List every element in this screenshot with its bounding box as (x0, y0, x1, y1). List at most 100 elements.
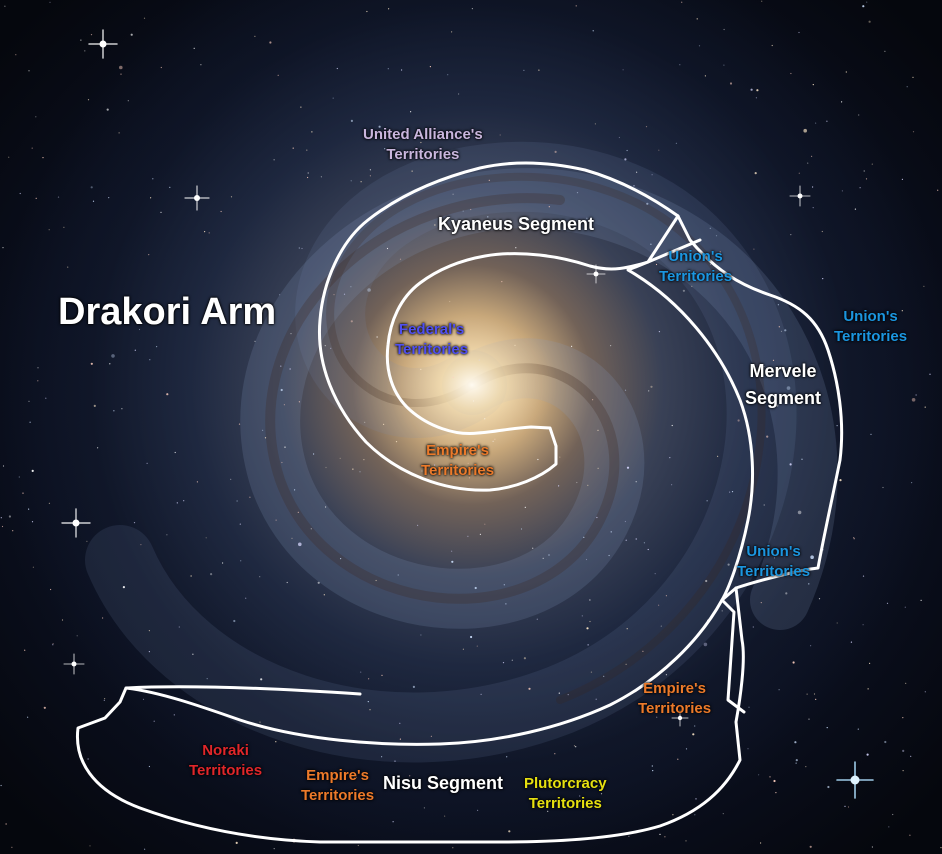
star (904, 606, 906, 608)
star (763, 504, 765, 506)
star (11, 846, 13, 848)
star (289, 368, 291, 370)
star (90, 362, 93, 365)
star (658, 149, 660, 151)
star (298, 542, 302, 547)
star (32, 566, 35, 568)
star (28, 400, 30, 402)
star (748, 706, 750, 708)
star (763, 366, 765, 368)
star (761, 0, 763, 2)
star (451, 31, 453, 33)
territory-name: Federal's (398, 321, 465, 338)
star (827, 785, 830, 789)
star (594, 123, 597, 125)
star (841, 190, 844, 192)
star (286, 581, 288, 584)
star (52, 644, 54, 646)
star (142, 698, 145, 701)
star (204, 231, 206, 233)
star (672, 814, 674, 816)
star (324, 345, 326, 347)
star (780, 330, 783, 332)
star (174, 451, 176, 454)
star (97, 447, 99, 449)
star (785, 592, 788, 595)
arm-texture (85, 141, 797, 763)
star (399, 738, 401, 740)
star (63, 226, 65, 228)
star (647, 548, 649, 551)
star (869, 662, 871, 665)
territory-union-inner: Union's Territories (659, 247, 732, 288)
star (103, 699, 105, 702)
star (626, 466, 630, 469)
star (470, 635, 473, 639)
star (409, 775, 411, 777)
star (810, 645, 812, 647)
star (109, 363, 111, 365)
star (421, 470, 423, 472)
star (394, 760, 396, 762)
star (462, 210, 464, 212)
territory-plutocracy: Plutorcracy Territories (524, 774, 607, 815)
star (537, 458, 539, 461)
star (67, 266, 69, 268)
star (130, 33, 133, 36)
star (845, 71, 847, 73)
star (111, 354, 115, 358)
star (592, 30, 594, 32)
star (915, 394, 917, 396)
star (106, 108, 109, 111)
star (254, 340, 256, 342)
star (200, 64, 202, 66)
star (192, 653, 194, 655)
star (350, 180, 352, 182)
territory-united-alliance: United Alliance's Territories (363, 125, 483, 166)
star (169, 186, 171, 188)
star (466, 786, 469, 788)
star (92, 200, 95, 202)
star (694, 814, 696, 816)
star (902, 770, 904, 772)
star (920, 599, 922, 602)
segment-mervele: Mervele Segment (745, 358, 821, 412)
star (622, 69, 624, 71)
star (275, 741, 277, 743)
star (778, 689, 780, 691)
flare-star (184, 185, 210, 211)
star (449, 300, 451, 303)
star (654, 573, 656, 575)
flare-star (63, 653, 85, 675)
star (548, 554, 550, 556)
star (532, 547, 534, 549)
star (559, 456, 561, 458)
star (536, 618, 538, 620)
star (729, 82, 733, 85)
star (884, 740, 887, 744)
star (624, 389, 627, 391)
star (870, 433, 872, 435)
star (862, 624, 864, 626)
star (259, 721, 261, 723)
star (434, 224, 436, 226)
territory-suffix: Territories (834, 328, 908, 346)
star (886, 602, 889, 604)
territory-union-lower: Union's Territories (737, 542, 810, 583)
star (911, 482, 913, 484)
star (658, 604, 660, 606)
star (369, 709, 371, 711)
arm-dust (326, 172, 766, 704)
star (696, 684, 698, 687)
star (37, 367, 39, 369)
star (27, 716, 29, 718)
star (847, 806, 850, 808)
star (850, 641, 853, 643)
star (494, 438, 496, 440)
territory-empire-south: Empire's Territories (301, 766, 374, 807)
star (808, 718, 810, 720)
star (343, 293, 346, 295)
star (86, 540, 88, 543)
star (479, 533, 481, 536)
